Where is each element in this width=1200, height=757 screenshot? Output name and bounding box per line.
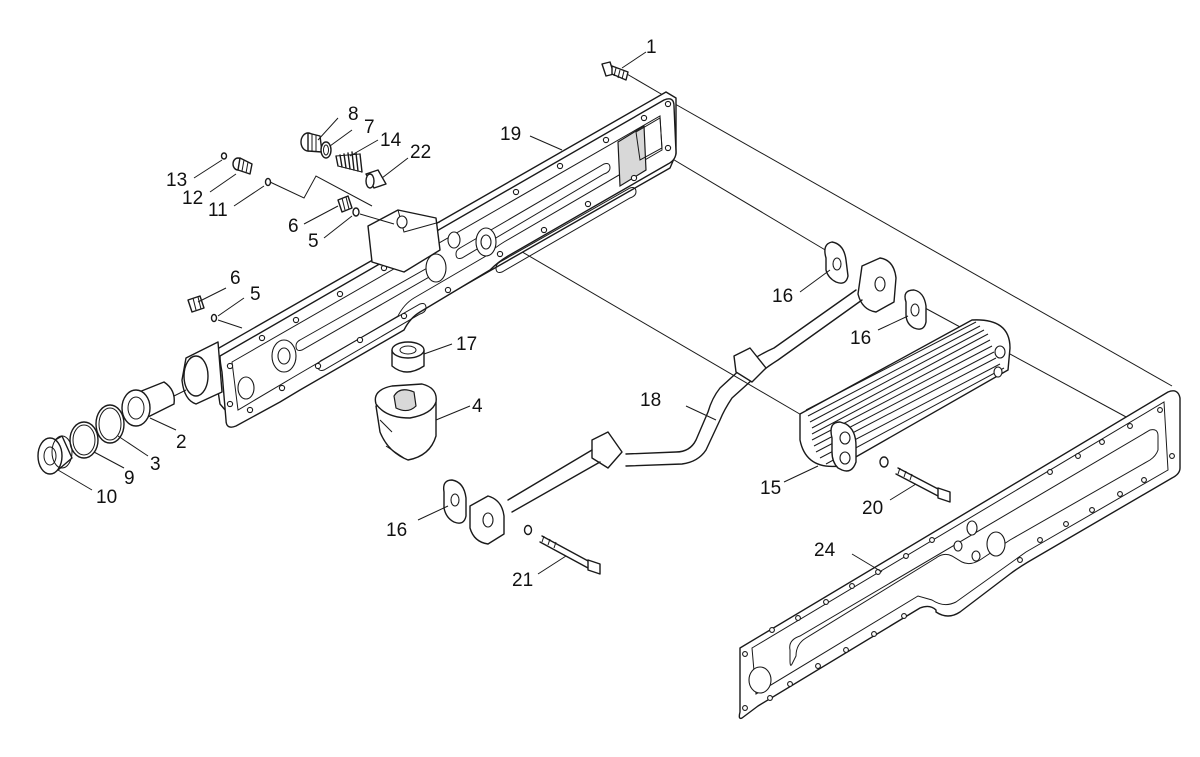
callout-5-lower: 5 [250,284,261,305]
callout-21: 21 [512,570,533,591]
part-5-seal-lower [210,313,243,329]
callout-18: 18 [640,390,661,411]
callout-16-upper: 16 [772,286,793,307]
callout-2: 2 [176,432,187,453]
callout-12: 12 [182,188,203,209]
callout-16-lower: 16 [386,520,407,541]
callout-13: 13 [166,170,187,191]
callout-20: 20 [862,498,883,519]
leader-lines [57,51,917,575]
callout-4: 4 [472,396,483,417]
part-16-gasket-lower [442,479,467,524]
part-9-seal-ring [69,421,99,459]
assembly-guide-lines [487,69,1173,421]
callout-3: 3 [150,454,161,475]
callout-24: 24 [814,540,836,561]
part-18-oil-pipe [469,257,897,545]
part-10-cap [37,435,73,475]
part-21-bolt [523,524,601,575]
part-7-seal-ring [320,141,332,159]
part-16-gasket-right [904,289,927,330]
callout-19: 19 [500,124,521,145]
callout-1: 1 [646,37,657,58]
callout-7: 7 [364,117,375,138]
part-20-bolt [879,456,951,503]
part-22-piston [365,169,387,189]
part-16-gasket-upper [824,241,849,284]
part-4-bushing [374,383,437,461]
part-6-plug-lower [187,295,205,313]
callout-16-right: 16 [850,328,871,349]
part-11-seal [264,177,272,187]
callout-labels: 1 2 3 4 5 5 6 6 7 8 9 10 11 12 13 14 15 … [96,37,883,591]
callout-15: 15 [760,478,781,499]
callout-17: 17 [456,334,477,355]
callout-10: 10 [96,487,117,508]
part-24-cover-gasket [738,390,1181,720]
callout-9: 9 [124,468,135,489]
part-8-plug [300,132,323,153]
part-12-plug [232,157,253,175]
part-2-union [121,381,187,427]
callout-6-lower: 6 [230,268,241,289]
part-19-oil-cooler-cover [181,91,677,428]
part-1-bolt [601,61,629,81]
part-13-seal [220,152,228,160]
part-11-guide-line [269,175,373,207]
part-5-seal-upper [352,207,395,225]
part-6-plug-upper [337,195,353,213]
part-17-bushing [391,341,425,373]
part-3-seal-ring [95,404,125,444]
callout-6-upper: 6 [288,216,299,237]
part-14-spring [335,151,363,173]
callout-5-upper: 5 [308,231,319,252]
callout-14: 14 [380,130,402,151]
callout-22: 22 [410,142,431,163]
callout-11: 11 [208,200,228,221]
part-15-oil-cooler-core [799,319,1011,472]
callout-8: 8 [348,104,359,125]
